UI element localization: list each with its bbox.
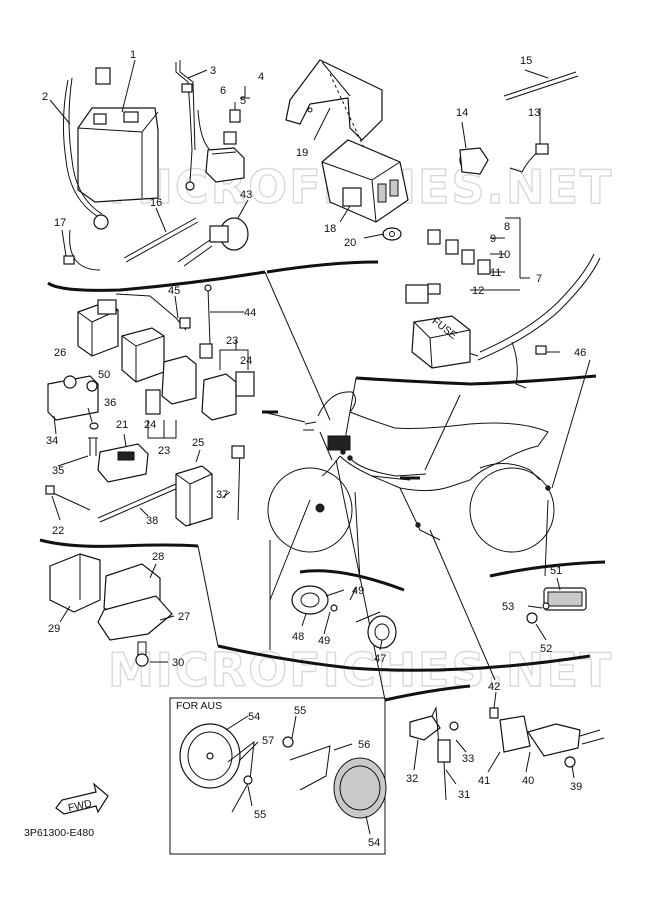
- callout-45: 45: [168, 285, 180, 297]
- callout-14: 14: [456, 107, 468, 119]
- callout-28: 28: [152, 551, 164, 563]
- callout-25: 25: [192, 437, 204, 449]
- relays-group: [77, 284, 255, 421]
- callout-8: 8: [504, 221, 510, 233]
- callout-35: 35: [52, 465, 64, 477]
- callout-18: 18: [324, 223, 336, 235]
- callout-38: 38: [146, 515, 158, 527]
- battery: [62, 67, 159, 230]
- section-outlines: [39, 260, 606, 702]
- callout-17: 17: [54, 217, 66, 229]
- callout-27: 27: [178, 611, 190, 623]
- switch-group: [409, 706, 605, 801]
- grommet: [382, 227, 402, 241]
- callout-31: 31: [458, 789, 470, 801]
- callout-16: 16: [150, 197, 162, 209]
- aus-box-label: FOR AUS: [176, 700, 222, 712]
- callout-20: 20: [344, 237, 356, 249]
- fuses: [405, 229, 491, 304]
- ignition-group: [49, 553, 173, 667]
- callout-42: 42: [488, 681, 500, 693]
- rear-reflector: [526, 587, 587, 624]
- callout-50: 50: [98, 369, 110, 381]
- callout-6: 6: [220, 85, 226, 97]
- callout-26: 26: [54, 347, 66, 359]
- callout-43: 43: [240, 189, 252, 201]
- clamps-and-bands: [459, 71, 579, 175]
- callout-37: 37: [216, 489, 228, 501]
- callout-33: 33: [462, 753, 474, 765]
- callout-47: 47: [374, 653, 386, 665]
- callout-24b: 24: [144, 419, 156, 431]
- callout-54a: 54: [248, 711, 260, 723]
- callout-34: 34: [46, 435, 58, 447]
- callout-19: 19: [296, 147, 308, 159]
- callout-36: 36: [104, 397, 116, 409]
- fwd-label: FWD: [67, 798, 93, 815]
- callout-15: 15: [520, 55, 532, 67]
- callout-49b: 49: [318, 635, 330, 647]
- callout-55b: 55: [254, 809, 266, 821]
- callout-49a: 49: [352, 585, 364, 597]
- callout-22: 22: [52, 525, 64, 537]
- band-and-leads: [63, 217, 199, 271]
- callout-57: 57: [262, 735, 274, 747]
- callout-12: 12: [472, 285, 484, 297]
- starter-relay: [197, 102, 245, 183]
- main-fuse-holder: [177, 217, 249, 267]
- callout-7: 7: [536, 273, 542, 285]
- callout-3: 3: [210, 65, 216, 77]
- callout-52: 52: [540, 643, 552, 655]
- callout-23b: 23: [158, 445, 170, 457]
- sensor-group: [47, 375, 99, 456]
- callout-32: 32: [406, 773, 418, 785]
- callout-40: 40: [522, 775, 534, 787]
- callout-11: 11: [490, 267, 501, 279]
- callout-39: 39: [570, 781, 582, 793]
- callout-21: 21: [116, 419, 128, 431]
- callout-2: 2: [42, 91, 48, 103]
- callout-46: 46: [574, 347, 586, 359]
- unit-21: [45, 443, 179, 523]
- callout-5: 5: [240, 95, 246, 107]
- horns: [291, 585, 397, 649]
- callout-9: 9: [490, 233, 496, 245]
- callout-55a: 55: [294, 705, 306, 717]
- relay-cover: [285, 59, 383, 151]
- diagram-code: 3P61300-E480: [24, 827, 94, 839]
- callout-41: 41: [478, 775, 490, 787]
- motorcycle-outline: [267, 391, 555, 553]
- callout-24a: 24: [240, 355, 252, 367]
- callout-48: 48: [292, 631, 304, 643]
- callout-30: 30: [172, 657, 184, 669]
- aus-box: FOR AUS: [169, 697, 387, 855]
- callout-53: 53: [502, 601, 514, 613]
- callout-4: 4: [258, 71, 264, 83]
- callout-29: 29: [48, 623, 60, 635]
- battery-cable: [175, 60, 196, 191]
- callout-13: 13: [528, 107, 540, 119]
- callout-54b: 54: [368, 837, 380, 849]
- callout-10: 10: [498, 249, 510, 261]
- callout-51: 51: [550, 565, 562, 577]
- wire-harness: FUSE: [411, 253, 601, 389]
- ecu-25: [175, 445, 245, 527]
- callout-56: 56: [358, 739, 370, 751]
- callout-23a: 23: [226, 335, 238, 347]
- callout-1: 1: [130, 49, 136, 61]
- callout-numbers: 1 2 3 4 5 6 7 8 9 10 11 12 13 14 15 16 1…: [42, 49, 586, 849]
- callout-leaders: [49, 59, 575, 835]
- fwd-arrow-icon: FWD: [55, 782, 109, 815]
- callout-44: 44: [244, 307, 256, 319]
- control-unit: [321, 139, 409, 223]
